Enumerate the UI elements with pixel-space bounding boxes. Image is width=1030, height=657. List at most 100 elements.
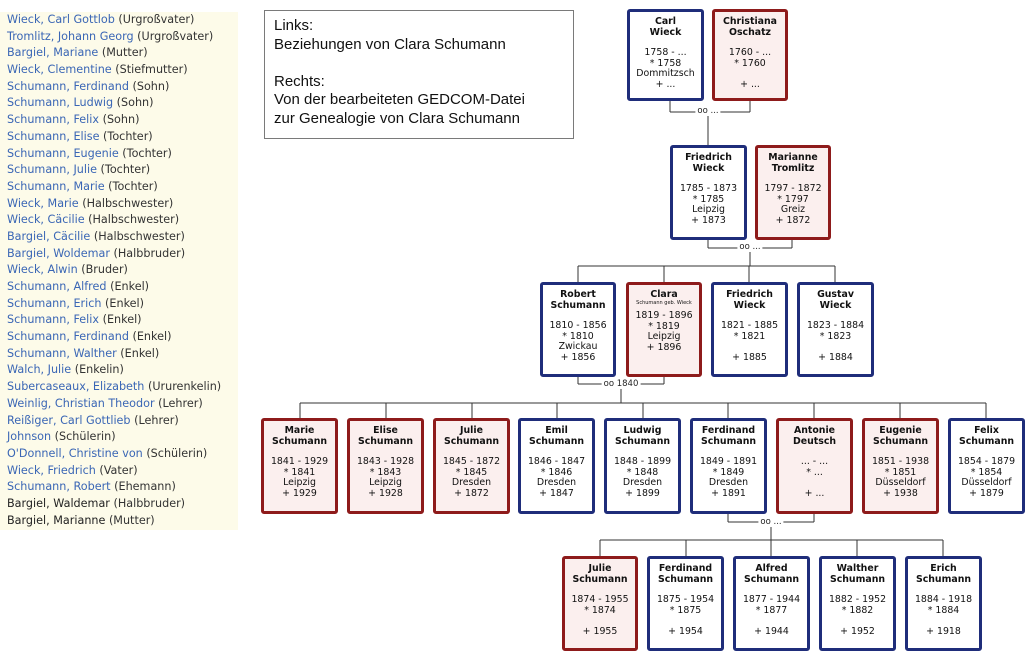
relation-item: Schumann, Ferdinand (Sohn) [7, 79, 238, 96]
relation-item: Schumann, Alfred (Enkel) [7, 279, 238, 296]
relation-role: (Schülerin) [51, 430, 116, 444]
relation-name-link[interactable]: Schumann, Robert [7, 480, 111, 494]
person-box-marie[interactable]: Marie Schumann 1841 - 1929 * 1841 Leipzig… [261, 418, 338, 514]
relation-name-link[interactable]: Schumann, Eugenie [7, 146, 119, 160]
relation-name-link[interactable]: Schumann, Erich [7, 296, 102, 310]
relation-role: (Tochter) [99, 129, 153, 143]
relation-role: (Stiefmutter) [111, 63, 188, 77]
relation-name-link[interactable]: Wieck, Cäcilie [7, 213, 85, 227]
relation-item: Walch, Julie (Enkelin) [7, 362, 238, 379]
relation-item: Schumann, Erich (Enkel) [7, 296, 238, 313]
relation-item: Subercaseaux, Elizabeth (Ururenkelin) [7, 379, 238, 396]
relation-name-link[interactable]: Schumann, Felix [7, 113, 100, 127]
relation-name-link[interactable]: Schumann, Ferdinand [7, 330, 129, 344]
relation-role: (Mutter) [105, 513, 155, 527]
relation-role: (Tochter) [104, 179, 158, 193]
relation-name-link[interactable]: Wieck, Marie [7, 196, 79, 210]
relation-name-link[interactable]: Bargiel, Mariane [7, 46, 99, 60]
relation-name-link[interactable]: Wieck, Friedrich [7, 463, 96, 477]
person-box-gustav[interactable]: Gustav Wieck 1823 - 1884 * 1823 + 1884 [797, 282, 874, 377]
person-name: Julie Schumann [443, 425, 500, 447]
relation-name-link[interactable]: Schumann, Walther [7, 346, 117, 360]
relation-name-link[interactable]: Bargiel, Woldemar [7, 246, 110, 260]
person-name: Carl Wieck [649, 16, 682, 38]
person-dates: 1851 - 1938 * 1851 Düsseldorf + 1938 [871, 456, 930, 499]
relation-name-link[interactable]: Schumann, Alfred [7, 280, 107, 293]
relation-role: (Urgroßvater) [114, 13, 195, 26]
relation-name-link[interactable]: Reißiger, Carl Gottlieb [7, 413, 131, 427]
relation-item: Wieck, Marie (Halbschwester) [7, 196, 238, 213]
relation-name-link[interactable]: Subercaseaux, Elizabeth [7, 380, 145, 394]
relation-item: Schumann, Elise (Tochter) [7, 129, 238, 146]
relation-name-link: Bargiel, Waldemar [7, 496, 110, 510]
marriage-label: oo ... [758, 517, 784, 527]
relation-name-link[interactable]: Schumann, Ludwig [7, 96, 114, 110]
person-dates: 1848 - 1899 * 1848 Dresden + 1899 [613, 456, 672, 499]
relation-name-link[interactable]: Johnson [7, 430, 52, 444]
person-box-julie[interactable]: Julie Schumann 1845 - 1872 * 1845 Dresden… [433, 418, 510, 514]
person-name: Gustav Wieck [817, 289, 854, 311]
person-dates: 1874 - 1955 * 1874 + 1955 [571, 594, 629, 637]
relation-name-link[interactable]: Schumann, Julie [7, 163, 97, 177]
person-dates: 1882 - 1952 * 1882 + 1952 [828, 594, 887, 637]
relation-role: (Enkel) [99, 313, 142, 327]
relation-name-link[interactable]: Tromlitz, Johann Georg [7, 29, 134, 43]
relation-name-link[interactable]: Wieck, Clementine [7, 63, 112, 77]
relation-role: (Halbschwester) [78, 196, 174, 210]
person-box-eugenie[interactable]: Eugenie Schumann 1851 - 1938 * 1851 Düsse… [862, 418, 939, 514]
relation-name-link[interactable]: Bargiel, Cäcilie [7, 229, 91, 243]
person-name: Ferdinand Schumann [700, 425, 757, 447]
relation-name-link[interactable]: Schumann, Felix [7, 313, 100, 327]
relation-item: Wieck, Alwin (Bruder) [7, 262, 238, 279]
relation-item: Wieck, Carl Gottlob (Urgroßvater) [7, 12, 238, 29]
note-line: Von der bearbeiteten GEDCOM-Datei [274, 91, 525, 108]
relation-role: (Vater) [95, 463, 138, 477]
relation-name-link[interactable]: Weinlig, Christian Theodor [7, 396, 155, 410]
person-name: Antonie Deutsch [792, 425, 837, 447]
person-dates: 1841 - 1929 * 1841 Leipzig + 1929 [270, 456, 329, 499]
person-dates: 1877 - 1944 * 1877 + 1944 [742, 594, 801, 637]
relation-role: (Enkelin) [71, 363, 124, 377]
person-fullname: Schumann geb. Wieck [636, 300, 692, 306]
person-name: Eugenie Schumann [872, 425, 929, 447]
person-name: Marie Schumann [271, 425, 328, 447]
person-box-ferdinand2[interactable]: Ferdinand Schumann 1875 - 1954 * 1875 + 1… [647, 556, 724, 651]
relation-role: (Enkel) [101, 296, 145, 310]
relation-item: Bargiel, Waldemar (Halbbruder) [7, 496, 238, 513]
relation-item: Schumann, Ferdinand (Enkel) [7, 329, 238, 346]
person-dates: 1875 - 1954 * 1875 + 1954 [656, 594, 715, 637]
relation-item: Bargiel, Mariane (Mutter) [7, 45, 238, 62]
relation-item: Schumann, Ludwig (Sohn) [7, 95, 238, 112]
person-name: Friedrich Wieck [726, 289, 773, 311]
person-box-antonie[interactable]: Antonie Deutsch... - ... * ... + ... [776, 418, 853, 514]
person-dates: 1845 - 1872 * 1845 Dresden + 1872 [442, 456, 501, 499]
relation-name-link[interactable]: Walch, Julie [7, 363, 72, 377]
person-dates: 1823 - 1884 * 1823 + 1884 [806, 320, 865, 363]
relation-name-link: Bargiel, Marianne [7, 513, 106, 527]
relation-name-link[interactable]: O'Donnell, Christine von [7, 446, 143, 460]
relation-name-link[interactable]: Schumann, Marie [7, 179, 105, 193]
relation-name-link[interactable]: Wieck, Alwin [7, 263, 78, 277]
relation-name-link[interactable]: Wieck, Carl Gottlob [7, 13, 115, 26]
relation-name-link[interactable]: Schumann, Ferdinand [7, 79, 129, 93]
relation-item: Weinlig, Christian Theodor (Lehrer) [7, 396, 238, 413]
relation-name-link[interactable]: Schumann, Elise [7, 129, 100, 143]
relation-item: Wieck, Friedrich (Vater) [7, 463, 238, 480]
person-name: Ferdinand Schumann [657, 563, 714, 585]
